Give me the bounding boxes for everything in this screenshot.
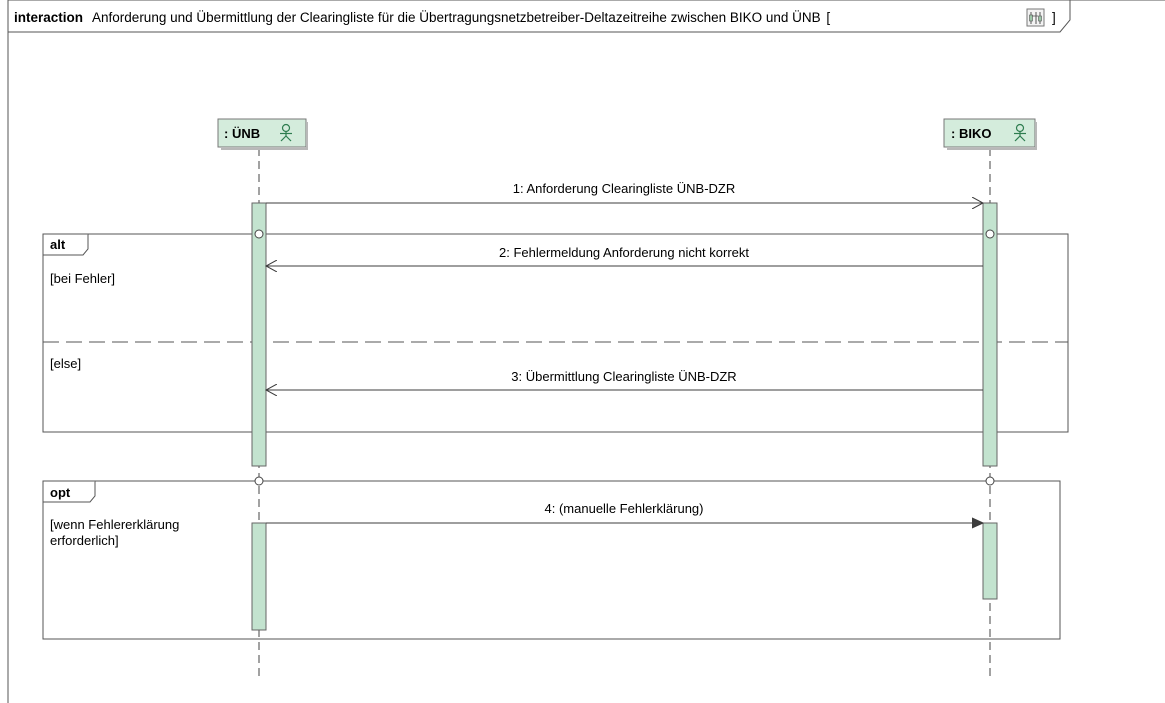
- message-1[interactable]: 1: Anforderung Clearingliste ÜNB-DZR: [266, 181, 983, 203]
- gate-circle: [254, 229, 264, 239]
- lifeline-uenb[interactable]: : ÜNB: [217, 118, 308, 150]
- interaction-frame: interaction Anforderung und Übermittlung…: [7, 0, 1165, 703]
- message-2-label: 2: Fehlermeldung Anforderung nicht korre…: [499, 245, 749, 260]
- actor-icon: [280, 123, 292, 142]
- frame-keyword: interaction: [14, 10, 83, 25]
- message-3[interactable]: 3: Übermittlung Clearingliste ÜNB-DZR: [266, 369, 983, 390]
- message-4[interactable]: 4: (manuelle Fehlerklärung): [266, 501, 983, 523]
- gate-circle: [254, 476, 264, 486]
- activation-biko-1[interactable]: [982, 202, 998, 467]
- activation-uenb-1[interactable]: [251, 202, 267, 467]
- lifeline-biko-label: : BIKO: [951, 126, 991, 141]
- fragment-opt[interactable]: opt [wenn Fehlererklärung erforderlich]: [42, 480, 1061, 640]
- activation-biko-2[interactable]: [982, 522, 998, 600]
- fragment-alt[interactable]: alt [bei Fehler] [else]: [42, 233, 1069, 433]
- fragment-opt-guard-line-2: erforderlich]: [50, 533, 119, 548]
- activation-uenb-2[interactable]: [251, 522, 267, 631]
- lifeline-uenb-label: : ÜNB: [224, 126, 260, 141]
- gate-circle: [985, 476, 995, 486]
- frame-bracket-open: [: [826, 10, 830, 25]
- fragment-alt-guard-1: [bei Fehler]: [50, 271, 115, 286]
- frame-title: interaction Anforderung und Übermittlung…: [14, 10, 830, 25]
- fragment-alt-guard-2: [else]: [50, 356, 81, 371]
- message-1-label: 1: Anforderung Clearingliste ÜNB-DZR: [513, 181, 736, 196]
- lifeline-biko[interactable]: : BIKO: [943, 118, 1037, 150]
- fragment-alt-operator: alt: [50, 237, 66, 252]
- fragment-opt-guard-line-1: [wenn Fehlererklärung: [50, 517, 179, 532]
- message-3-label: 3: Übermittlung Clearingliste ÜNB-DZR: [511, 369, 736, 384]
- diagram-icon[interactable]: [1026, 8, 1045, 27]
- message-2[interactable]: 2: Fehlermeldung Anforderung nicht korre…: [266, 245, 983, 266]
- frame-title-text: Anforderung und Übermittlung der Clearin…: [92, 10, 821, 25]
- message-4-label: 4: (manuelle Fehlerklärung): [545, 501, 704, 516]
- actor-icon: [1014, 123, 1026, 142]
- frame-bracket-close: ]: [1052, 10, 1056, 25]
- fragment-opt-operator: opt: [50, 485, 71, 500]
- gate-circle: [985, 229, 995, 239]
